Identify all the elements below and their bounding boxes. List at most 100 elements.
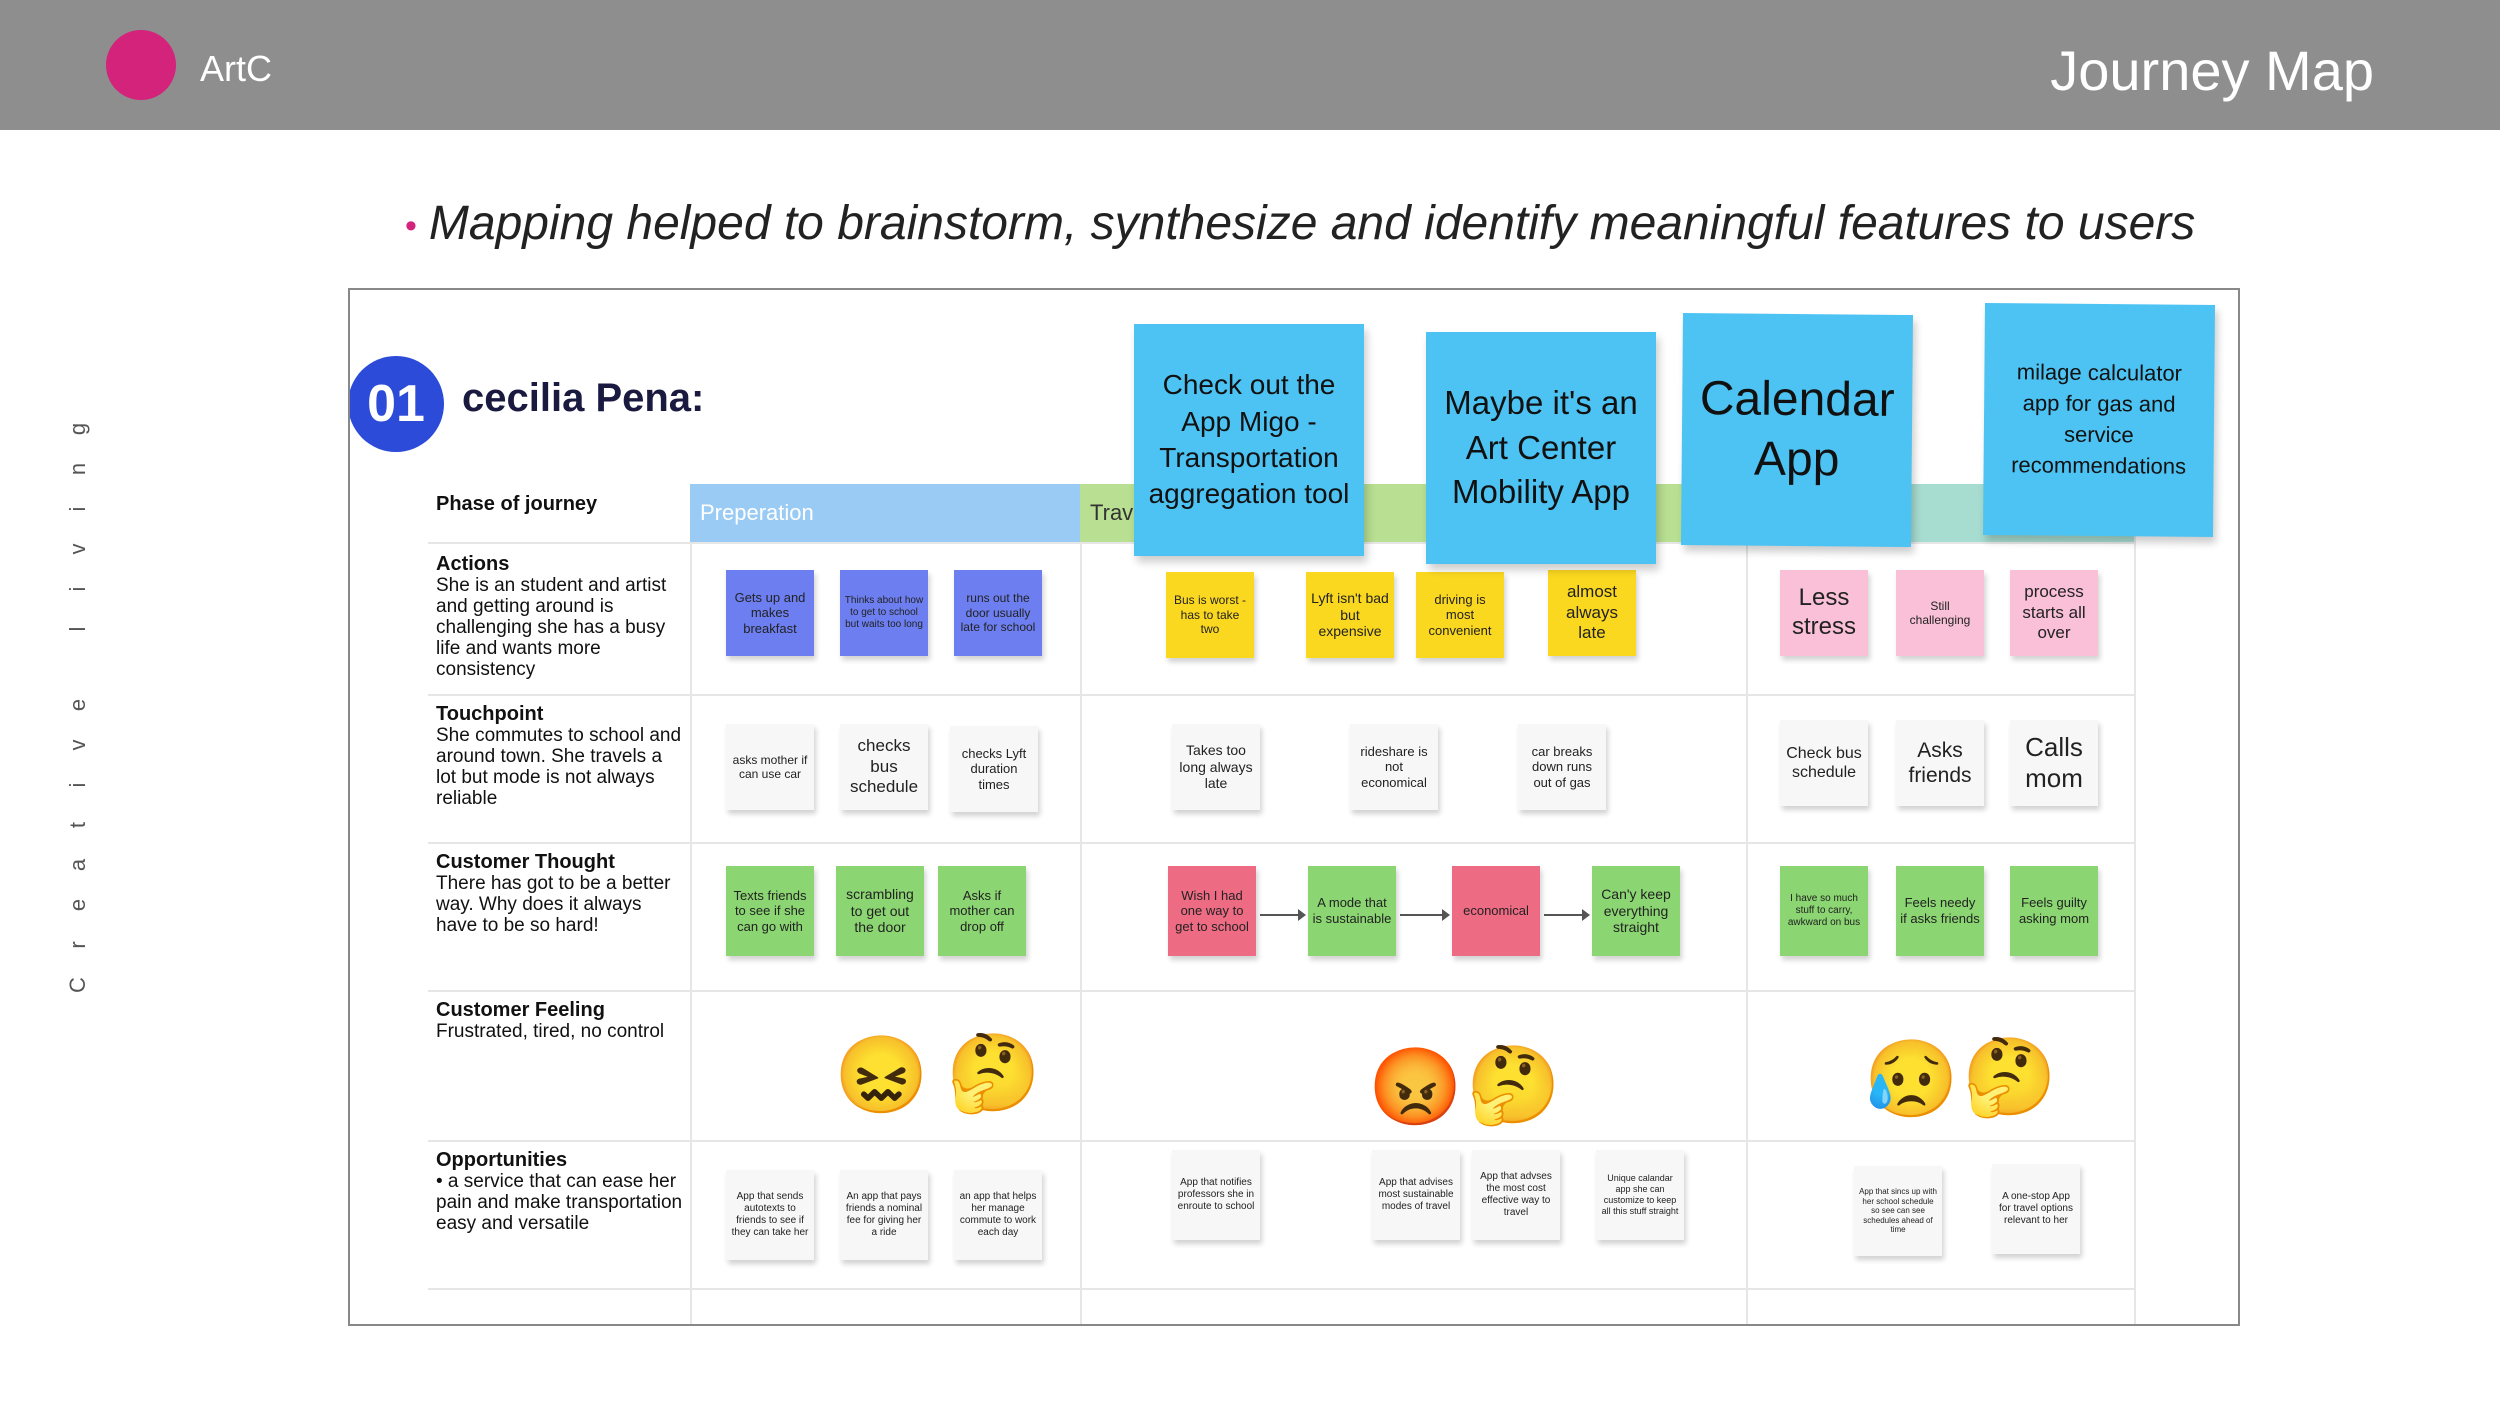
row-desc: She commutes to school and around town. …: [436, 725, 682, 809]
idea-note: Maybe it's an Art Center Mobility App: [1426, 332, 1656, 564]
sticky-note: process starts all over: [2010, 570, 2098, 656]
page-title: Journey Map: [2050, 39, 2374, 102]
sticky-note: Thinks about how to get to school but wa…: [840, 570, 928, 656]
sticky-note: almost always late: [1548, 570, 1636, 656]
sticky-note: App that advises most sustainable modes …: [1372, 1150, 1460, 1240]
sticky-note: Unique calandar app she can customize to…: [1596, 1150, 1684, 1240]
sticky-note: Asks friends: [1896, 720, 1984, 806]
sticky-note: Texts friends to see if she can go with: [726, 866, 814, 956]
flow-arrow: [1260, 909, 1306, 921]
side-letter: g: [65, 422, 90, 436]
row-label-opportunities: Opportunities• a service that can ease h…: [436, 1149, 686, 1235]
sticky-note: Feels guilty asking mom: [2010, 866, 2098, 956]
emoji-frustrated-icon: 😖: [834, 1033, 929, 1118]
sticky-note: checks bus schedule: [840, 724, 928, 810]
sticky-note: Lyft isn't bad but expensive: [1306, 572, 1394, 658]
sticky-note: Less stress: [1780, 570, 1868, 656]
sticky-note: rideshare is not economical: [1350, 724, 1438, 810]
sticky-note: A mode that is sustainable: [1308, 866, 1396, 956]
logo-circle: [106, 30, 176, 100]
side-letter: t: [65, 821, 90, 829]
row-desc: Frustrated, tired, no control: [436, 1021, 665, 1042]
phase-preparation: Preperation: [690, 484, 1080, 542]
row-divider: [428, 842, 2136, 844]
flow-arrow: [1544, 909, 1590, 921]
sticky-note: App that sincs up with her school schedu…: [1854, 1166, 1942, 1256]
brand-name: ArtC: [200, 48, 272, 89]
idea-note: milage calculator app for gas and servic…: [1982, 303, 2216, 537]
sticky-note: Wish I had one way to get to school: [1168, 866, 1256, 956]
row-divider: [428, 694, 2136, 696]
sticky-note: checks Lyft duration times: [950, 726, 1038, 812]
persona-name: cecilia Pena:: [462, 376, 705, 420]
row-desc: She is an student and artist and getting…: [436, 575, 667, 680]
header-bar: [0, 0, 2500, 130]
row-desc: • a service that can ease her pain and m…: [436, 1171, 683, 1234]
sticky-note: Feels needy if asks friends: [1896, 866, 1984, 956]
row-title: Phase of journey: [436, 493, 598, 515]
side-letter: v: [65, 543, 90, 555]
emoji-angry-icon: 😡: [1368, 1045, 1463, 1130]
sticky-note: Takes too long always late: [1172, 724, 1260, 810]
column-divider: [690, 484, 692, 1324]
side-vertical-text: C r e a t i v e l i v i n g: [58, 420, 98, 1020]
slide-subtitle: •Mapping helped to brainstorm, synthesiz…: [405, 197, 2196, 250]
sticky-note: Still challenging: [1896, 570, 1984, 656]
side-letter: n: [65, 462, 90, 476]
sticky-note: Check bus schedule: [1780, 720, 1868, 806]
sticky-note: an app that helps her manage commute to …: [954, 1170, 1042, 1260]
row-divider: [428, 990, 2136, 992]
side-letter: v: [65, 739, 90, 751]
side-letter: a: [65, 858, 90, 872]
sticky-note: Asks if mother can drop off: [938, 866, 1026, 956]
sticky-note: Can'y keep everything straight: [1592, 866, 1680, 956]
sticky-note: Bus is worst - has to take two: [1166, 572, 1254, 658]
side-letter: e: [65, 898, 90, 912]
side-letter: l: [65, 626, 90, 632]
sticky-note: economical: [1452, 866, 1540, 956]
column-divider: [1080, 484, 1082, 1324]
sticky-note: I have so much stuff to carry, awkward o…: [1780, 866, 1868, 956]
emoji-thinking-icon: 🤔: [946, 1031, 1041, 1116]
sticky-note: A one-stop App for travel options releva…: [1992, 1164, 2080, 1254]
side-letter: r: [65, 941, 90, 949]
sticky-note: App that notifies professors she in enro…: [1172, 1150, 1260, 1240]
row-title: Customer Thought: [436, 851, 615, 873]
row-divider: [428, 1288, 2136, 1290]
row-title: Opportunities: [436, 1149, 568, 1171]
row-title: Touchpoint: [436, 703, 544, 725]
row-title: Customer Feeling: [436, 999, 605, 1021]
emoji-sad-icon: 😥: [1864, 1037, 1959, 1122]
sticky-note: runs out the door usually late for schoo…: [954, 570, 1042, 656]
sticky-note: driving is most convenient: [1416, 572, 1504, 658]
sticky-note: An app that pays friends a nominal fee f…: [840, 1170, 928, 1260]
row-divider: [428, 1140, 2136, 1142]
row-label-phase: Phase of journey: [436, 494, 686, 515]
side-letter: i: [65, 586, 90, 592]
emoji-thinking-icon: 🤔: [1466, 1043, 1561, 1128]
column-divider: [2134, 484, 2136, 1324]
row-title: Actions: [436, 553, 510, 575]
side-letter: i: [65, 506, 90, 512]
sticky-note: App that sends autotexts to friends to s…: [726, 1170, 814, 1260]
sticky-note: App that advses the most cost effective …: [1472, 1150, 1560, 1240]
emoji-thinking-icon: 🤔: [1962, 1035, 2057, 1120]
sticky-note: asks mother if can use car: [726, 724, 814, 810]
sticky-note: scrambling to get out the door: [836, 866, 924, 956]
side-letter: e: [65, 698, 90, 712]
column-divider: [1746, 484, 1748, 1324]
side-letter: C: [65, 977, 90, 993]
subtitle-text: Mapping helped to brainstorm, synthesize…: [428, 197, 2196, 250]
idea-note: Check out the App Migo - Transportation …: [1134, 324, 1364, 556]
row-desc: There has got to be a better way. Why do…: [436, 873, 671, 936]
persona-number-badge: 01: [350, 356, 444, 452]
journey-board: 01 cecilia Pena: Preperation Trave Phase…: [348, 288, 2240, 1326]
sticky-note: car breaks down runs out of gas: [1518, 724, 1606, 810]
idea-note: Calendar App: [1680, 313, 1914, 547]
sticky-note: Gets up and makes breakfast: [726, 570, 814, 656]
flow-arrow: [1400, 909, 1450, 921]
